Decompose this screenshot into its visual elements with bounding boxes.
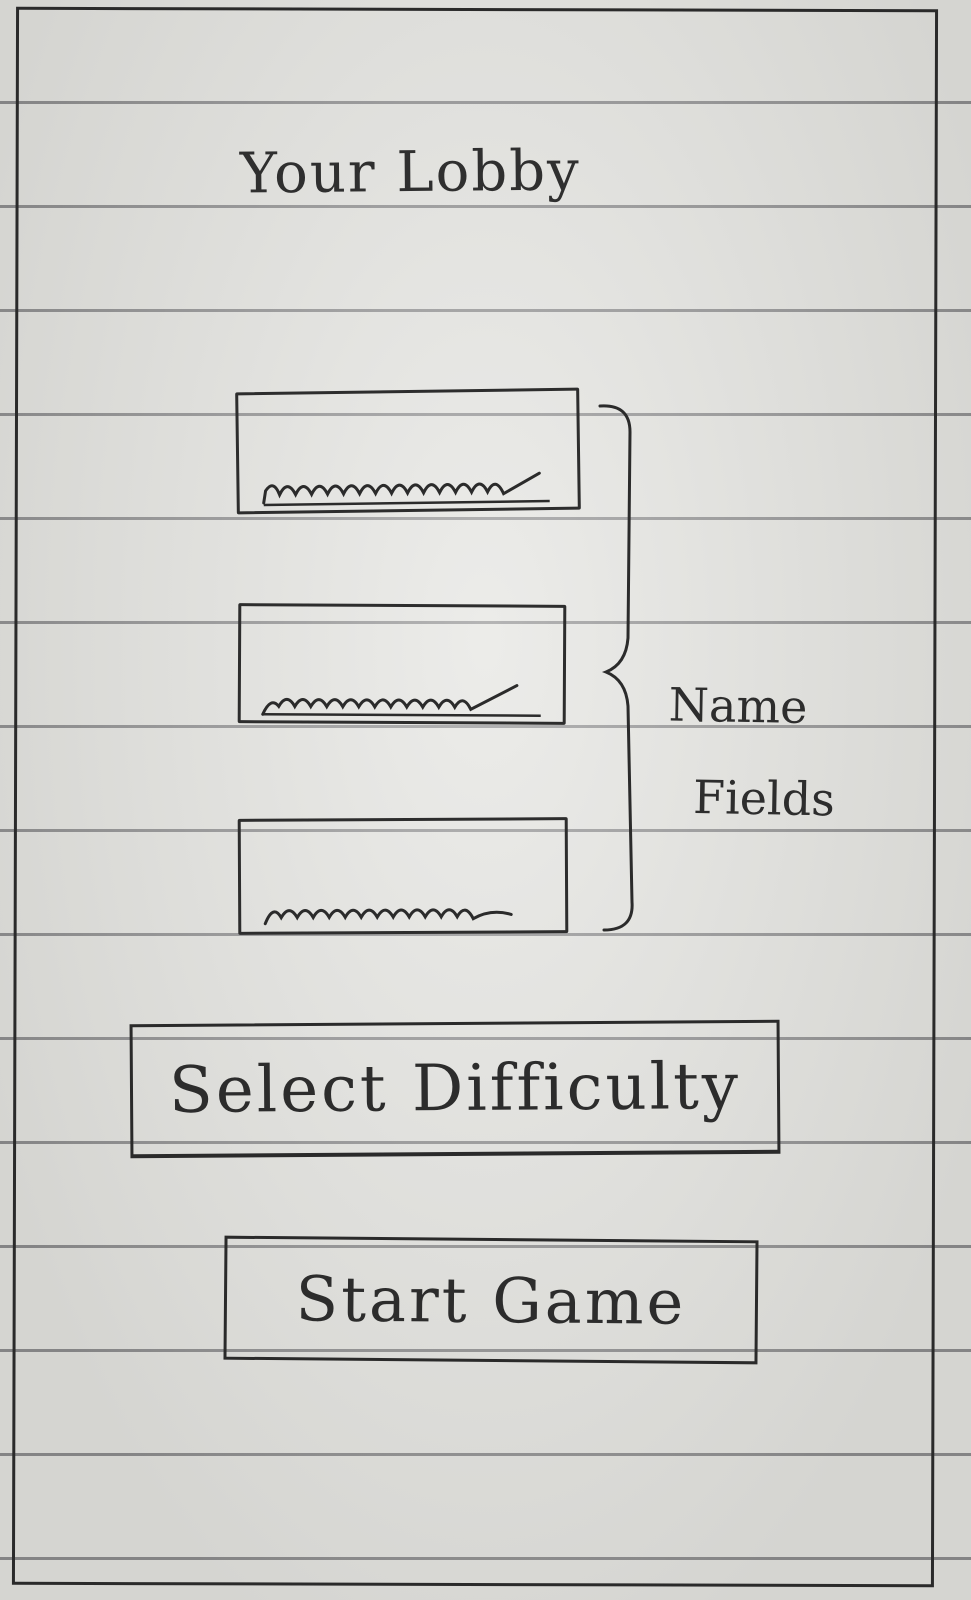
curly-brace-icon <box>598 404 634 932</box>
page-title: Your Lobby <box>239 138 581 207</box>
name-fields-annotation: Name Fields <box>666 659 837 846</box>
annotation-line-fields: Fields <box>692 769 836 827</box>
name-field-2[interactable] <box>237 603 567 725</box>
start-game-button[interactable]: Start Game <box>223 1235 759 1365</box>
select-difficulty-button[interactable]: Select Difficulty <box>129 1019 781 1159</box>
name-field-1[interactable] <box>235 387 581 515</box>
placeholder-scribble-icon <box>261 684 541 717</box>
name-field-3[interactable] <box>237 817 569 935</box>
placeholder-scribble-icon <box>263 908 513 926</box>
annotation-line-name: Name <box>668 677 808 734</box>
placeholder-scribble-icon <box>262 471 550 507</box>
